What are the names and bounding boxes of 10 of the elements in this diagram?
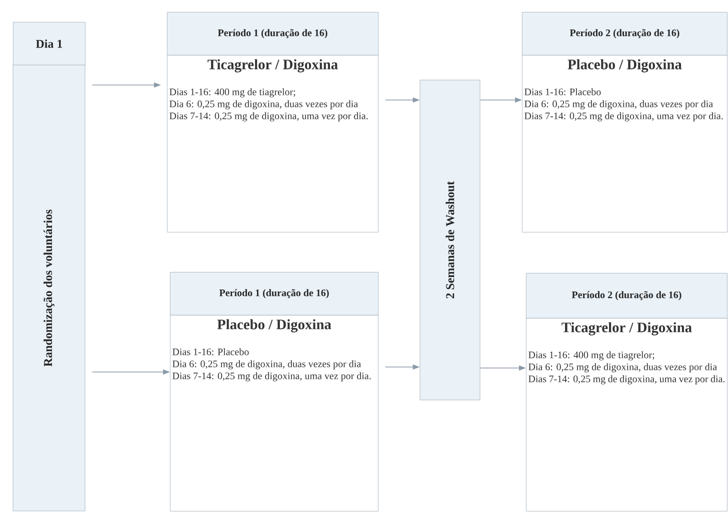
header-box: Dia 1 [13,22,86,66]
header-box: Período 1 (duração de 16) [170,272,378,316]
treatment-box: Placebo / Digoxina Dias 1-16: Placebo Dia 6: 0,25 mg de digoxina, duas vezes por dia Dias 7-14: 0,25 mg de digoxina, uma vez por dia. [170,315,378,512]
process-box: 2 Semanas de Washout [420,80,480,400]
treatment-box: Ticagrelor / Digoxina Dias 1-16: 400 mg de tiagrelor; Dia 6: 0,25 mg de digoxina, duas vezes por dia Dias 7-14: 0,25 mg de digoxina, uma vez por dia. [526,318,728,512]
header-box: Período 2 (duração de 16) [526,273,728,318]
treatment-box: Ticagrelor / Digoxina Dias 1-16: 400 mg de tiagrelor; Dia 6: 0,25 mg de digoxina, duas vezes por dia Dias 7-14: 0,25 mg de digoxina, uma vez por dia. [167,55,378,232]
treatment-box: Placebo / Digoxina Dias 1-16: Placebo Dia 6: 0,25 mg de digoxina, duas vezes por dia Dias 7-14: 0,25 mg de digoxina, uma vez por dia. [522,55,728,232]
header-box: Período 1 (duração de 16) [167,12,378,56]
header-box: Período 2 (duração de 16) [522,12,728,56]
